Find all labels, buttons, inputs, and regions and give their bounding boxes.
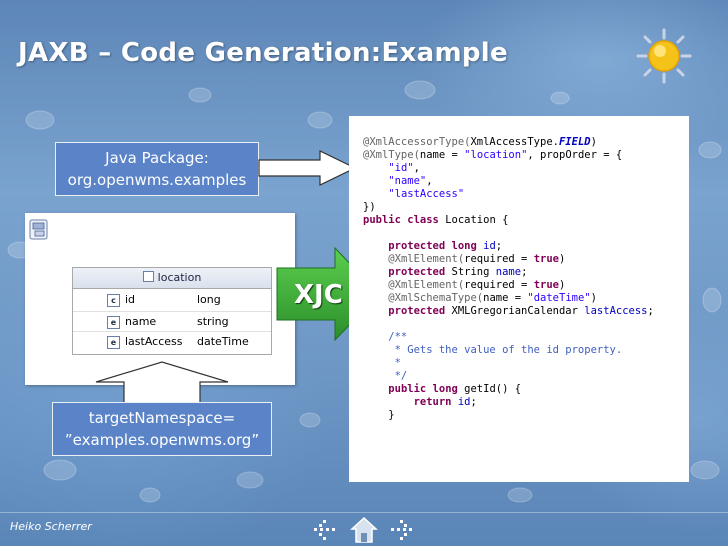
uml-class-header: location <box>73 268 271 289</box>
attribute-type: dateTime <box>197 335 249 348</box>
attribute-name: id <box>125 293 136 306</box>
slide-title: JAXB – Code Generation:Example <box>18 38 508 68</box>
uml-class-location: location c id long e name string e lastA… <box>72 267 272 355</box>
nav-prev-icon[interactable] <box>310 518 340 542</box>
uml-attribute-row: e lastAccess dateTime <box>73 331 271 352</box>
java-package-label: Java Package: <box>105 149 209 167</box>
uml-class-name: location <box>157 271 202 284</box>
code-line: }) <box>363 201 376 213</box>
xjc-label: XJC <box>294 280 343 310</box>
attribute-icon: c <box>107 294 120 307</box>
code-line: @XmlType(name = "location", propOrder = … <box>363 149 623 161</box>
code-line: */ <box>363 370 408 382</box>
attribute-type: string <box>197 315 229 328</box>
author-name: Heiko Scherrer <box>10 520 92 533</box>
target-namespace-value: ”examples.openwms.org” <box>64 431 260 449</box>
code-line: @XmlElement(required = true) <box>388 253 566 265</box>
uml-attribute-row: c id long <box>73 290 271 310</box>
java-package-name: org.openwms.examples <box>67 171 247 189</box>
code-line: return id; <box>413 396 477 408</box>
attribute-type: long <box>197 293 221 306</box>
code-line: } <box>363 409 395 421</box>
sun-icon <box>636 28 692 84</box>
code-line: protected long id; <box>388 240 503 252</box>
code-line: @XmlElement(required = true) <box>388 279 566 291</box>
attribute-name: name <box>125 315 157 328</box>
code-line: protected String name; <box>388 266 528 278</box>
home-icon[interactable] <box>350 516 378 544</box>
code-line: @XmlSchemaType(name = "dateTime") <box>388 292 597 304</box>
footer-divider <box>0 512 728 513</box>
attribute-icon: e <box>107 316 120 329</box>
code-line: * <box>363 357 401 369</box>
attribute-icon: e <box>107 336 120 349</box>
code-line: * Gets the value of the id property. <box>363 344 623 356</box>
target-namespace-label: targetNamespace= <box>88 409 236 427</box>
package-to-code-arrow <box>258 150 357 186</box>
code-line: protected XMLGregorianCalendar lastAcces… <box>388 305 654 317</box>
code-line <box>363 227 689 240</box>
code-line <box>363 318 689 331</box>
generated-code-panel: @XmlAccessorType(XmlAccessType.FIELD) @X… <box>349 116 689 482</box>
code-line: @XmlAccessorType(XmlAccessType.FIELD) <box>363 136 597 148</box>
code-line: /** <box>363 331 408 343</box>
code-line: "name", <box>388 175 433 187</box>
schema-icon <box>29 219 48 240</box>
nav-next-icon[interactable] <box>386 518 416 542</box>
code-line: public long getId() { <box>388 383 522 395</box>
code-line: "lastAccess" <box>388 188 465 200</box>
class-icon <box>142 271 154 282</box>
target-namespace-box: targetNamespace= ”examples.openwms.org” <box>52 402 272 456</box>
uml-attribute-row: e name string <box>73 311 271 332</box>
code-line: public class Location { <box>363 214 509 226</box>
namespace-to-diagram-arrow <box>95 361 229 404</box>
code-line: "id", <box>388 162 420 174</box>
attribute-name: lastAccess <box>125 335 183 348</box>
java-package-box: Java Package: org.openwms.examples <box>55 142 259 196</box>
